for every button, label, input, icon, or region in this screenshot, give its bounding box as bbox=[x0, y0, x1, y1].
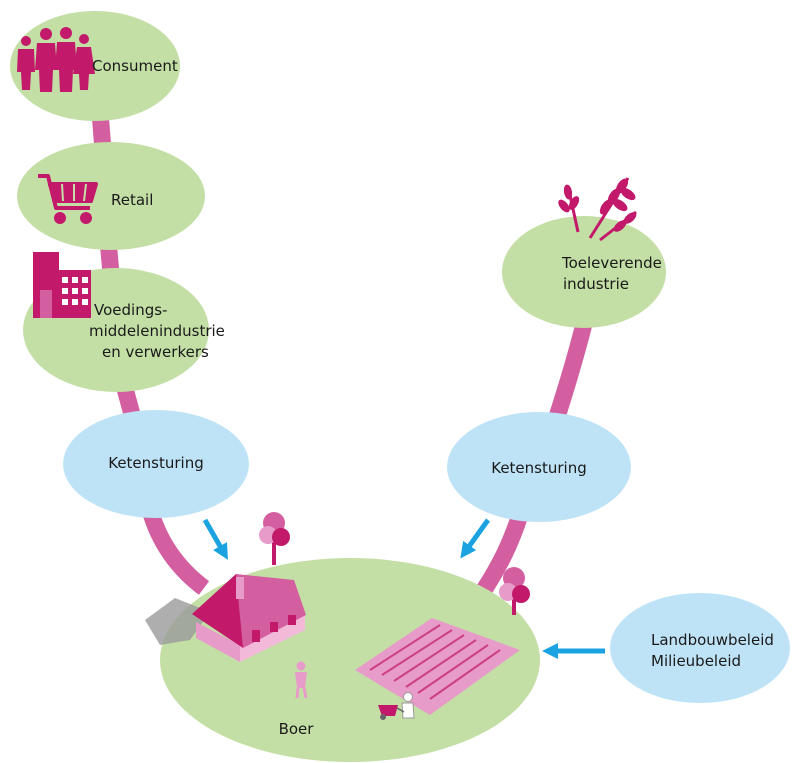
toeleverende-label-line2: industrie bbox=[563, 275, 629, 293]
beleid-label-line1: Landbouwbeleid bbox=[651, 631, 774, 649]
retail-label: Retail bbox=[111, 191, 153, 209]
voedings-label-line2: middelenindustrie bbox=[89, 322, 225, 340]
node-ketensturing-right: Ketensturing bbox=[447, 412, 631, 522]
node-voedingsmiddelenindustrie: Voedings- middelenindustrie en verwerker… bbox=[23, 252, 225, 392]
house-shadow bbox=[145, 598, 210, 645]
boer-label: Boer bbox=[279, 720, 315, 738]
connector-toeleverende-ketensturing bbox=[547, 317, 594, 423]
tree-icon bbox=[499, 567, 530, 615]
node-ketensturing-left: Ketensturing bbox=[63, 410, 249, 518]
voedings-label-line3: en verwerkers bbox=[102, 343, 209, 361]
shopping-cart-icon bbox=[38, 174, 98, 224]
people-icon bbox=[17, 27, 95, 92]
influence-arrows bbox=[202, 518, 605, 660]
wheat-icon bbox=[558, 177, 637, 242]
ketensturing-left-label: Ketensturing bbox=[108, 454, 204, 472]
farmhouse-icon bbox=[192, 574, 306, 662]
node-toeleverende-industrie: Toeleverende industrie bbox=[502, 216, 666, 328]
beleid-label-line2: Milieubeleid bbox=[651, 652, 741, 670]
voedings-label-line1: Voedings- bbox=[94, 301, 167, 319]
arrow-right-ketensturing-to-boer bbox=[460, 518, 491, 559]
arrow-left-ketensturing-to-boer bbox=[202, 518, 228, 560]
wheelbarrow-farmer-icon bbox=[378, 692, 415, 720]
toeleverende-label-line1: Toeleverende bbox=[561, 254, 662, 272]
connector-ketensturing-boer-left bbox=[141, 507, 210, 595]
farm-area: Boer bbox=[145, 512, 540, 762]
node-retail: Retail bbox=[17, 142, 205, 250]
consument-label: Consument bbox=[92, 57, 178, 75]
node-landbouwbeleid-milieubeleid: Landbouwbeleid Milieubeleid bbox=[610, 593, 790, 703]
node-consument: Consument bbox=[10, 11, 180, 121]
tree-icon bbox=[259, 512, 290, 565]
connector-ketensturing-boer-right bbox=[476, 512, 529, 595]
farmer-icon bbox=[295, 661, 308, 699]
ketensturing-right-label: Ketensturing bbox=[491, 459, 587, 477]
factory-building-icon bbox=[33, 252, 91, 318]
field-icon bbox=[355, 618, 520, 715]
